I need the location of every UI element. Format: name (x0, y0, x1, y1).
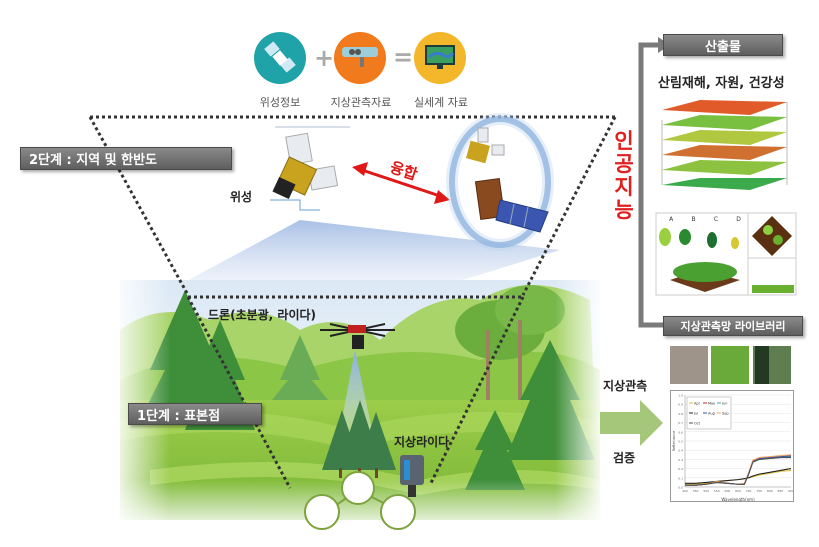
ground-sensor-icon (342, 47, 378, 67)
y-tick-label: 0.5 (678, 440, 683, 444)
stage2-boundary (88, 115, 617, 296)
legend-entry: Sep (722, 411, 729, 415)
series-line-apr (685, 469, 792, 485)
y-tick-label: 0.9 (678, 403, 683, 407)
legend-box (686, 396, 732, 430)
fusion-ellipse (449, 116, 551, 248)
legend-entry: Jul (693, 411, 698, 415)
series-line-oct (685, 457, 791, 486)
drone-icon (320, 323, 395, 349)
drone-label: 드론(초분광, 라이다) (208, 308, 317, 322)
legend-entry: Oct (694, 421, 701, 425)
ground-lidar-label: 지상라이다 (394, 435, 450, 449)
library-label: 지상관측망 라이브러리 (663, 316, 803, 336)
x-axis-label: Wavelength(nm) (721, 497, 755, 502)
fusion-arrow (352, 162, 450, 204)
y-tick-label: 0.1 (678, 476, 683, 480)
equals-sign: = (393, 43, 414, 71)
satellite-label: 위성 (230, 190, 253, 204)
ground-observation-label: 지상관측 (603, 379, 648, 393)
tree-model-image (655, 212, 797, 296)
outputs-subtitle: 산림재해, 자원, 건강성 (658, 76, 785, 91)
x-tick-label: 900 (788, 489, 794, 493)
stage2-label: 2단계 : 지역 및 한반도 (20, 147, 232, 170)
drone-beam (340, 350, 372, 430)
legend-entry: Jun (721, 401, 727, 405)
legend-entry: Apr (694, 401, 701, 405)
y-tick-label: 0.2 (678, 467, 683, 471)
ground-lidar-icon (400, 455, 424, 497)
satellite-info-caption: 위성정보 (259, 96, 301, 109)
y-tick-label: 0.0 (678, 486, 683, 490)
ground-texture-photos (670, 346, 791, 384)
x-tick-label: 500 (703, 489, 709, 493)
y-tick-label: 0.6 (678, 430, 683, 434)
satellite-beam (170, 220, 560, 290)
x-tick-label: 550 (714, 489, 720, 493)
layered-maps-image (661, 100, 788, 190)
series-line-jul (685, 468, 792, 484)
stage1-label: 1단계 : 표본점 (128, 403, 262, 425)
ground-data-caption: 지상관측자료 (330, 96, 392, 109)
series-line-may (685, 455, 792, 486)
y-tick-label: 0.4 (678, 449, 683, 453)
satellite-small-icon (466, 127, 505, 164)
ai-label: 인 공 지 능 (614, 129, 634, 222)
x-tick-label: 750 (756, 489, 762, 493)
x-tick-label: 450 (693, 489, 699, 493)
validation-arrow (600, 400, 663, 446)
y-tick-label: 0.7 (678, 421, 683, 425)
sample-trees (322, 400, 396, 478)
real-world-caption: 실세계 자료 (413, 96, 469, 109)
verification-label: 검증 (613, 451, 636, 465)
sample-plot-circles (304, 471, 416, 530)
satellite-info-icon (254, 32, 306, 84)
outputs-header: 산출물 (663, 34, 783, 56)
tree-type-labels: A B C D (669, 216, 741, 223)
y-tick-label: 1.0 (678, 394, 683, 398)
x-tick-label: 850 (778, 489, 784, 493)
y-tick-label: 0.8 (678, 412, 683, 416)
x-tick-label: 600 (725, 489, 731, 493)
plus-sign: + (314, 44, 335, 72)
real-world-data-icon (414, 32, 466, 84)
satellite-left-icon (270, 126, 350, 211)
x-tick-label: 400 (682, 489, 688, 493)
monitor-map-icon (425, 45, 455, 69)
legend-entry: May (708, 401, 715, 405)
spectral-reflectance-chart: 0.0 0.1 0.2 0.3 0.4 0.5 0.6 0.7 0.8 0.9 1.0 400 450 5… (670, 390, 794, 502)
legend-entry: Aug (708, 411, 715, 415)
y-tick-label: 0.3 (678, 458, 683, 462)
stage1-boundary (186, 295, 525, 489)
series-line-aug (685, 455, 792, 486)
x-tick-label: 700 (746, 489, 752, 493)
y-axis-label: Reflectance (672, 431, 676, 452)
ground-observation-icon (334, 32, 386, 84)
x-tick-label: 800 (767, 489, 773, 493)
satellite-icon (264, 41, 296, 73)
satellite-large-icon (474, 177, 549, 233)
x-tick-label: 650 (735, 489, 741, 493)
